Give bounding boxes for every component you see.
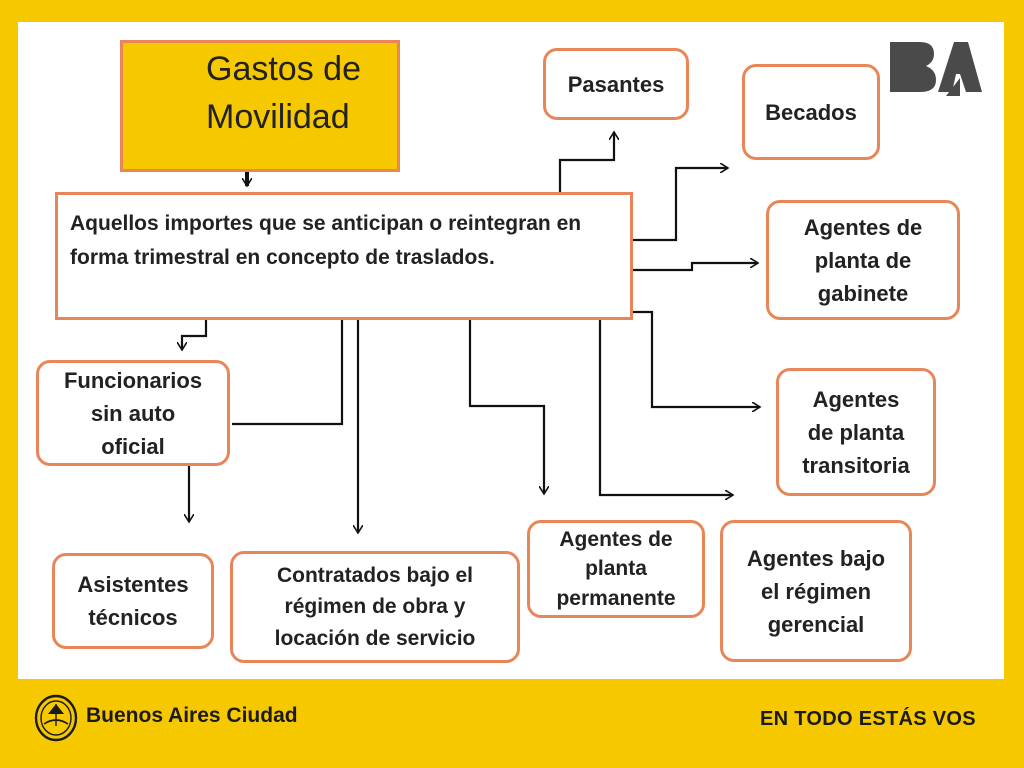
node-label-line: planta de: [814, 247, 912, 273]
node-label-line: sin auto: [90, 400, 176, 426]
node-label-line: gerencial: [767, 611, 865, 637]
node-gabinete: Agentes de planta de gabinete: [766, 200, 960, 320]
node-asistentes: Asistentes técnicos: [52, 553, 214, 649]
connector-gerencial: [466, 300, 733, 495]
title-box: [120, 40, 400, 172]
brand-slogan: EN TODO ESTÁS VOS: [760, 708, 976, 730]
node-pasantes: Pasantes: [543, 48, 689, 120]
node-label-line: Agentes de: [559, 527, 673, 551]
city-brand-name: Buenos Aires Ciudad: [86, 704, 298, 727]
node-label-line: técnicos: [88, 605, 178, 630]
diagram-title: Gastos de Movilidad: [206, 50, 361, 136]
node-gerencial: Agentes bajo el régimen gerencial: [720, 520, 912, 662]
connector-funcionarios: [182, 320, 208, 350]
ba-logo: [890, 42, 982, 96]
node-label: Pasantes: [567, 71, 665, 97]
connector-becados: [628, 168, 728, 242]
connector-transitoria: [540, 310, 760, 407]
node-permanente: Agentes de planta permanente: [527, 520, 705, 618]
connector-funcionarios-side: [232, 320, 344, 426]
footer-bar: [18, 684, 1004, 754]
city-seal-icon: [34, 694, 78, 742]
node-label-line: planta: [585, 557, 647, 581]
node-label-line: Funcionarios: [63, 367, 203, 393]
node-label-line: Agentes: [812, 386, 900, 412]
connector-permanente: [468, 320, 544, 494]
node-becados: Becados: [742, 64, 880, 160]
node-label-line: Agentes bajo: [746, 545, 886, 571]
node-label-line: permanente: [556, 586, 676, 610]
node-label-line: de planta: [807, 419, 905, 445]
node-label-line: el régimen: [760, 578, 872, 604]
connector-gabinete: [628, 263, 758, 272]
node-label-line: Agentes de: [803, 214, 923, 240]
node-label-line: gabinete: [817, 280, 909, 306]
node-label-line: Contratados bajo el: [276, 563, 473, 587]
definition-box: Aquellos importes que se anticipan o rei…: [55, 192, 633, 320]
node-label-line: régimen de obra y: [284, 595, 466, 619]
node-label-line: locación de servicio: [274, 626, 476, 650]
connector-pasantes: [558, 132, 614, 192]
node-contratados: Contratados bajo el régimen de obra y lo…: [230, 551, 520, 663]
node-label-line: transitoria: [802, 452, 910, 478]
node-label-line: Asistentes: [77, 572, 189, 597]
node-transitoria: Agentes de planta transitoria: [776, 368, 936, 496]
node-label-line: oficial: [101, 433, 165, 459]
node-funcionarios: Funcionarios sin auto oficial: [36, 360, 230, 466]
node-label: Becados: [765, 99, 857, 125]
